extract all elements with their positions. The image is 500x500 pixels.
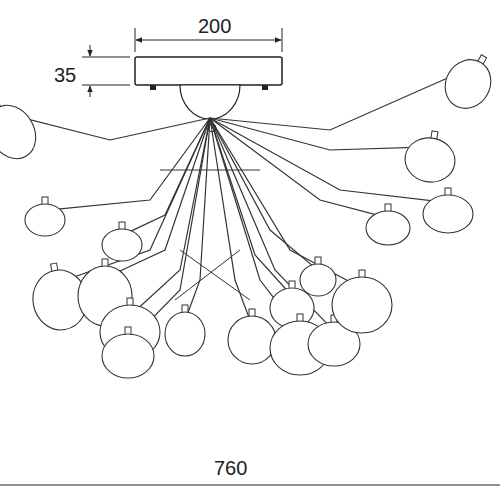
lamp-arm: [210, 69, 468, 130]
lamp-arm: [12, 115, 210, 140]
glass-bulb: [366, 204, 410, 245]
dimension-label: 760: [212, 457, 249, 479]
glass-bulb: [25, 197, 65, 236]
glass-bulb: [228, 309, 276, 364]
glass-bulb: [0, 91, 45, 168]
glass-bulb: [165, 305, 205, 356]
glass-bulb: [436, 45, 500, 116]
dimension-label: 35: [52, 64, 78, 86]
glass-bulb: [402, 127, 460, 186]
lamp-arm: [210, 118, 430, 150]
glass-bulb: [332, 270, 392, 333]
lamp-arm: [210, 118, 318, 270]
lamp-arm: [210, 118, 292, 296]
lamp-arm: [185, 118, 210, 321]
lamp-arm: [60, 118, 210, 282]
glass-bulb: [102, 327, 154, 378]
lamp-arm: [210, 118, 252, 326]
lamp-strut: [180, 250, 250, 300]
glass-bulb: [102, 222, 142, 261]
glass-bulb: [423, 188, 473, 233]
glass-bulb: [300, 257, 336, 296]
lamp-arm: [210, 118, 334, 331]
lamp-strut: [175, 250, 240, 300]
dimension-label: 200: [196, 15, 233, 37]
lamp-arm: [210, 118, 362, 288]
lamp-strut: [160, 170, 260, 171]
lamp-arm: [45, 118, 210, 210]
lamp-arm: [122, 118, 210, 235]
